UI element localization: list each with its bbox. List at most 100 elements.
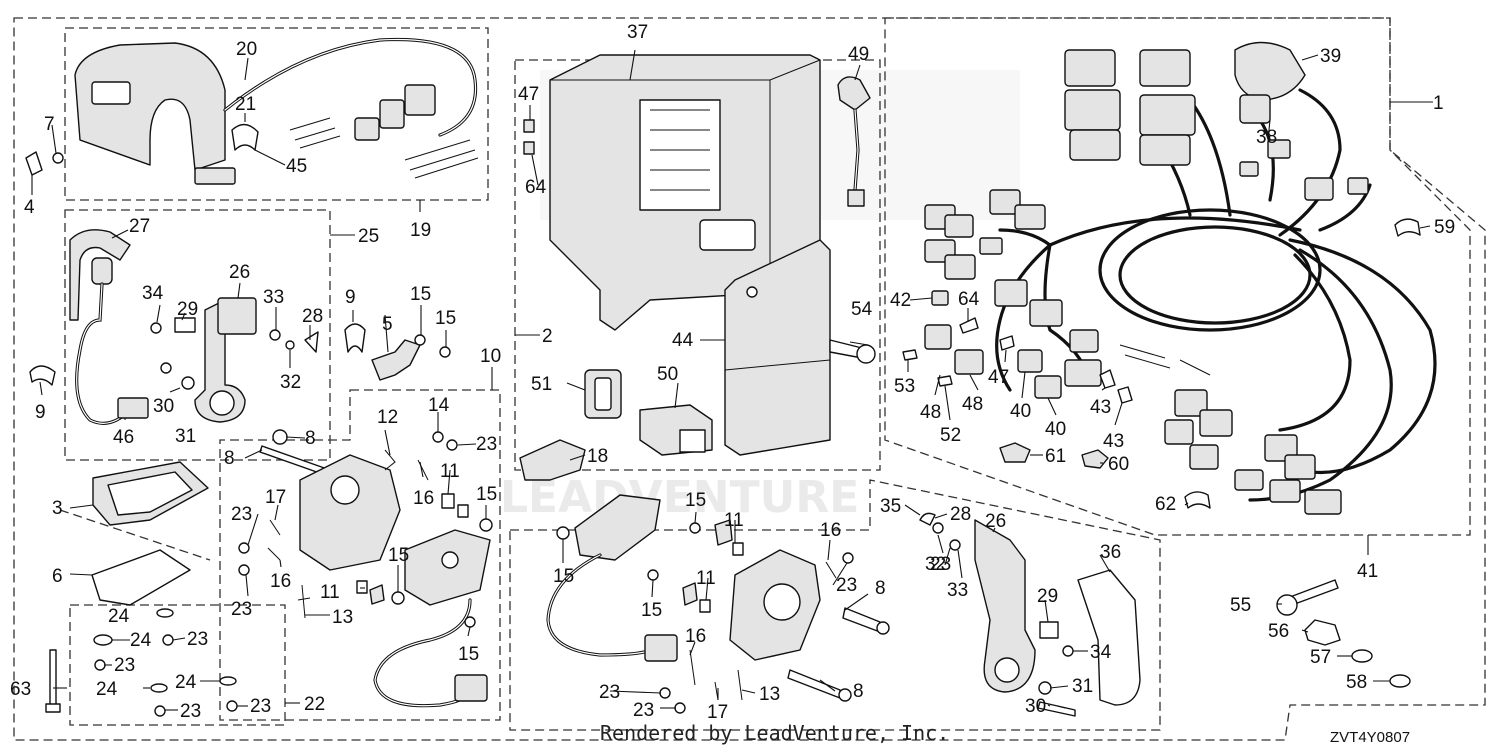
callout-39: 39	[1320, 46, 1341, 67]
callout-23-i: 23	[633, 700, 654, 721]
callout-57: 57	[1310, 647, 1331, 668]
callout-34-b: 34	[1090, 642, 1112, 663]
callout-55: 55	[1230, 595, 1251, 616]
callout-44: 44	[672, 330, 694, 351]
leader-lines	[31, 49, 1433, 711]
callout-16-a: 16	[413, 488, 434, 509]
callout-9-a: 9	[345, 287, 356, 308]
callout-50: 50	[657, 364, 678, 385]
callout-27: 27	[129, 216, 150, 237]
callout-4: 4	[24, 197, 35, 218]
callout-40-a: 40	[1010, 401, 1031, 422]
callout-23-f: 23	[180, 701, 201, 722]
group-boundaries	[13, 17, 1486, 741]
callout-24-d: 24	[175, 672, 197, 693]
callout-37: 37	[627, 22, 648, 43]
callout-8-c: 8	[875, 578, 886, 599]
callout-48-a: 48	[920, 402, 941, 423]
callout-21: 21	[235, 94, 256, 115]
callout-8-d: 8	[853, 681, 864, 702]
callout-42: 42	[890, 290, 911, 311]
harness-part-1	[902, 41, 1437, 515]
callout-52: 52	[940, 425, 961, 446]
callout-23-c: 23	[231, 599, 252, 620]
callout-15-h: 15	[641, 600, 662, 621]
callout-24-c: 24	[96, 679, 118, 700]
callout-24-b: 24	[130, 630, 152, 651]
callout-10: 10	[480, 346, 501, 367]
callout-35: 35	[880, 496, 901, 517]
callout-2: 2	[542, 326, 553, 347]
washers-group-22	[93, 608, 238, 717]
callout-11-b: 11	[320, 582, 340, 603]
callout-30-a: 30	[153, 396, 174, 417]
callout-6: 6	[52, 566, 63, 587]
callout-43-b: 43	[1103, 431, 1124, 452]
callout-20: 20	[236, 39, 257, 60]
callout-12: 12	[377, 407, 398, 428]
callout-labels: 1 2 3 4 5 6 7 8 8 8 8 9 9 10 11 11 11 11…	[10, 22, 1455, 723]
callout-23-h: 23	[599, 682, 620, 703]
callout-29-a: 29	[177, 299, 198, 320]
callout-64-b: 64	[958, 289, 980, 310]
callout-56: 56	[1268, 621, 1289, 642]
callout-60: 60	[1108, 454, 1129, 475]
callout-13-a: 13	[332, 607, 353, 628]
callout-15-e: 15	[458, 644, 479, 665]
callout-15-d: 15	[388, 545, 409, 566]
callout-16-c: 16	[820, 520, 841, 541]
callout-28-a: 28	[302, 306, 323, 327]
callout-23-b: 23	[231, 504, 252, 525]
callout-23-g: 23	[250, 696, 271, 717]
box-part-37	[523, 54, 821, 331]
callout-64-a: 64	[525, 177, 547, 198]
callout-11-a: 11	[440, 461, 460, 482]
callout-31-b: 31	[1072, 676, 1093, 697]
watermark-text: LEADVENTURE	[500, 472, 859, 523]
callout-36: 36	[1100, 542, 1121, 563]
callout-13-b: 13	[759, 684, 780, 705]
callout-34-a: 34	[142, 283, 164, 304]
callout-22: 22	[304, 694, 325, 715]
callout-1: 1	[1433, 93, 1444, 114]
callout-28-b: 28	[950, 504, 971, 525]
callout-7: 7	[44, 114, 55, 135]
callout-25: 25	[358, 226, 379, 247]
callout-61: 61	[1045, 446, 1066, 467]
cover-part-20	[74, 42, 226, 171]
callout-32-b: 32	[925, 554, 946, 575]
callout-15-g: 15	[553, 566, 574, 587]
callout-5: 5	[382, 314, 393, 335]
callout-49: 49	[848, 44, 869, 65]
callout-23-k: 23	[930, 554, 951, 575]
callout-23-j: 23	[836, 575, 857, 596]
parts	[25, 37, 1437, 717]
callout-45: 45	[286, 156, 307, 177]
callout-47-a: 47	[518, 84, 539, 105]
callout-41: 41	[1357, 561, 1378, 582]
callout-26-a: 26	[229, 262, 250, 283]
callout-19: 19	[410, 220, 431, 241]
callout-29-b: 29	[1037, 586, 1058, 607]
callout-38: 38	[1256, 127, 1277, 148]
callout-59: 59	[1434, 217, 1455, 238]
callout-26-b: 26	[985, 511, 1006, 532]
callout-33-a: 33	[263, 287, 284, 308]
callout-63: 63	[10, 679, 31, 700]
callout-31-a: 31	[175, 426, 196, 447]
callout-15-b: 15	[435, 308, 456, 329]
callout-23-a: 23	[476, 434, 497, 455]
callout-11-c: 11	[724, 510, 744, 531]
callout-33-b: 33	[947, 580, 968, 601]
rendered-by-text: Rendered by LeadVenture, Inc.	[600, 721, 949, 745]
callout-17-b: 17	[707, 702, 728, 723]
callout-8-b: 8	[224, 448, 235, 469]
callout-15-a: 15	[410, 284, 431, 305]
callout-8-a: 8	[305, 428, 316, 449]
callout-54: 54	[851, 299, 873, 320]
diagram-code: ZVT4Y0807	[1330, 729, 1410, 746]
callout-18: 18	[587, 446, 608, 467]
callout-32-a: 32	[280, 372, 301, 393]
callout-16-d: 16	[685, 626, 706, 647]
